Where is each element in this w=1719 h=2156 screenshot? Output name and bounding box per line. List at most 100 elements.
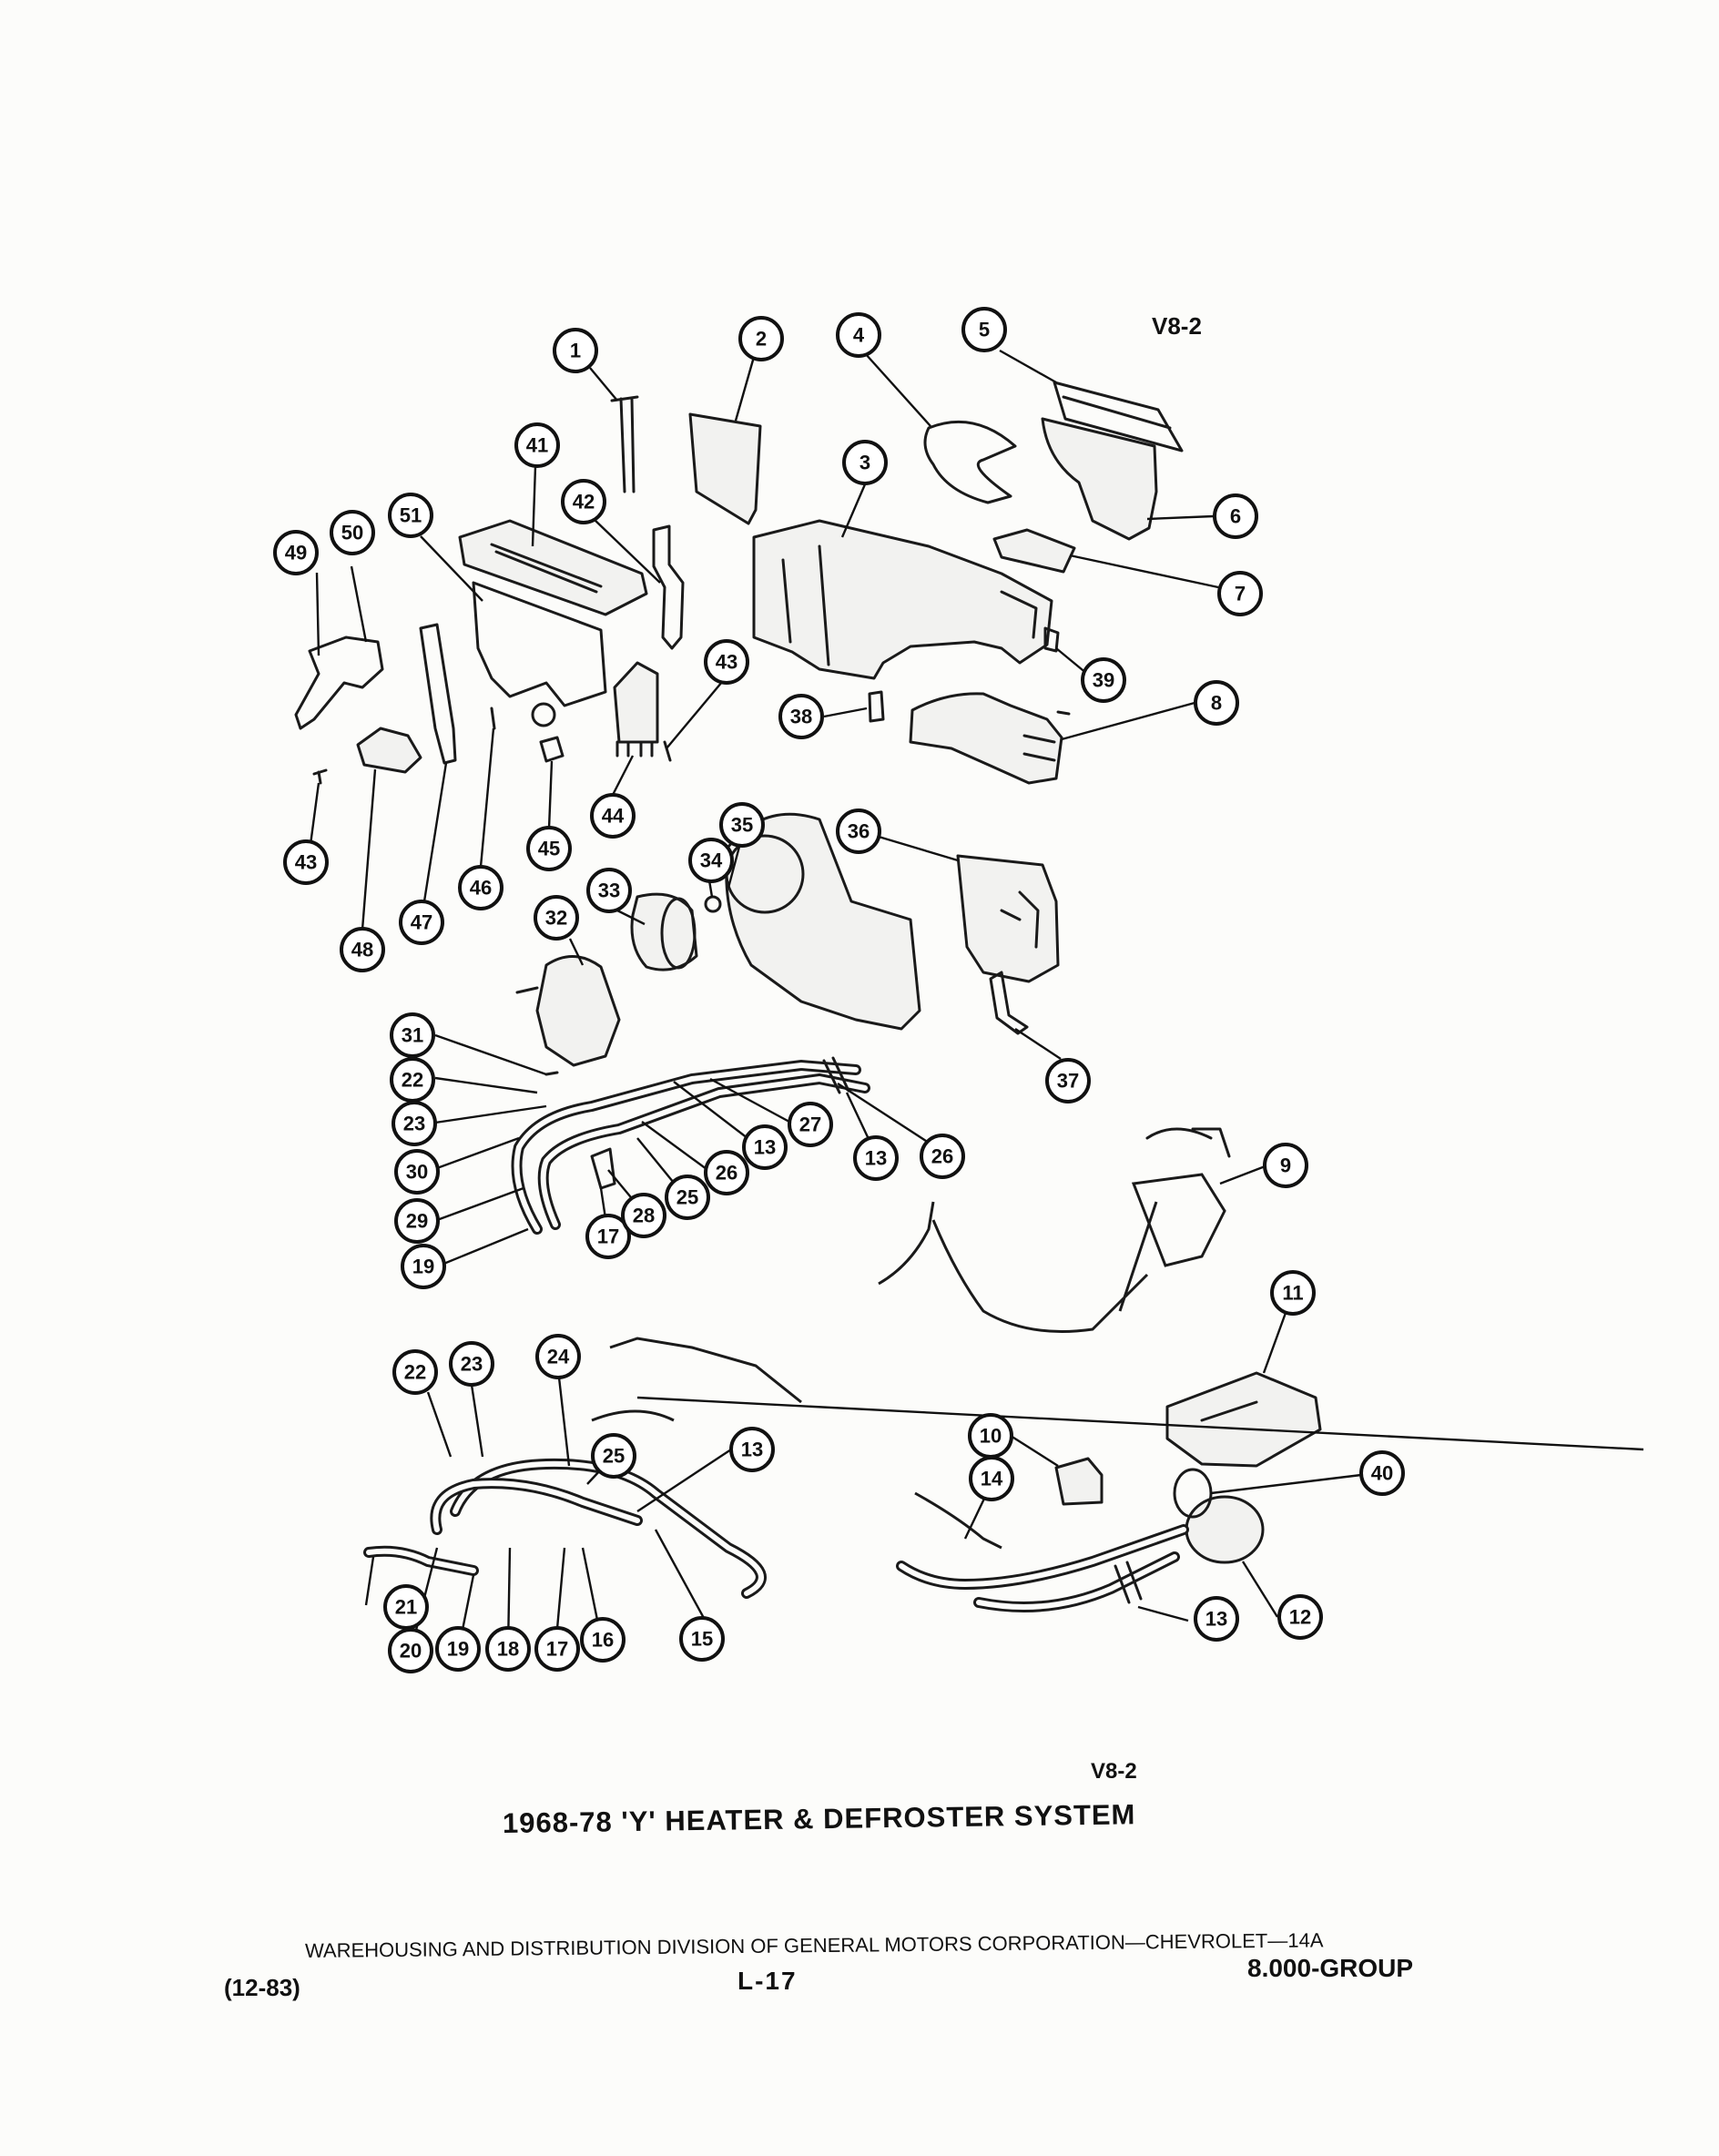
callout-11: 11 bbox=[1270, 1270, 1316, 1316]
callout-35: 35 bbox=[719, 802, 765, 848]
part-36-resistor bbox=[956, 854, 1060, 983]
callout-51: 51 bbox=[388, 493, 433, 538]
svg-text:40: 40 bbox=[1371, 1462, 1393, 1485]
svg-text:34: 34 bbox=[700, 849, 723, 872]
svg-text:27: 27 bbox=[799, 1114, 821, 1136]
svg-text:8: 8 bbox=[1211, 692, 1222, 715]
svg-text:43: 43 bbox=[295, 851, 317, 874]
callout-26-left: 26 bbox=[704, 1150, 749, 1195]
callout-6: 6 bbox=[1213, 493, 1258, 539]
svg-text:30: 30 bbox=[406, 1161, 428, 1184]
svg-text:26: 26 bbox=[931, 1145, 953, 1168]
svg-text:21: 21 bbox=[395, 1596, 417, 1619]
callout-29: 29 bbox=[394, 1198, 440, 1244]
callout-7: 7 bbox=[1217, 571, 1263, 616]
part-5-bracket bbox=[1053, 381, 1184, 453]
callout-36: 36 bbox=[836, 808, 881, 854]
svg-text:48: 48 bbox=[351, 939, 373, 961]
svg-text:41: 41 bbox=[526, 434, 548, 457]
svg-text:19: 19 bbox=[412, 1256, 434, 1278]
svg-text:37: 37 bbox=[1057, 1070, 1079, 1093]
svg-text:1: 1 bbox=[570, 340, 581, 362]
part-hose-upper-b-core bbox=[540, 1075, 868, 1227]
callout-47: 47 bbox=[399, 900, 444, 945]
svg-text:38: 38 bbox=[790, 706, 812, 728]
callout-25-lower: 25 bbox=[591, 1433, 636, 1479]
callout-43-left: 43 bbox=[283, 839, 329, 885]
callout-4: 4 bbox=[836, 312, 881, 358]
callout-28-upper: 28 bbox=[621, 1193, 666, 1238]
svg-text:23: 23 bbox=[461, 1353, 483, 1376]
callout-5: 5 bbox=[961, 307, 1007, 352]
part-4-seal bbox=[923, 420, 1017, 504]
callout-28-lower: 28 bbox=[633, 1205, 655, 1227]
part-47-cable bbox=[419, 623, 457, 765]
part-51-knob bbox=[531, 702, 556, 727]
callout-41: 41 bbox=[514, 422, 560, 468]
callout-15: 15 bbox=[679, 1616, 725, 1662]
callout-13-upper-b: 13 bbox=[853, 1135, 899, 1181]
callout-23-upper: 23 bbox=[392, 1101, 437, 1146]
callout-37: 37 bbox=[1045, 1058, 1091, 1103]
part-39-clip bbox=[1043, 626, 1060, 653]
callout-19-lower: 19 bbox=[435, 1626, 481, 1672]
callout-21: 21 bbox=[383, 1584, 429, 1630]
callout-3: 3 bbox=[842, 440, 888, 485]
callout-48: 48 bbox=[340, 927, 385, 972]
callout-33: 33 bbox=[586, 868, 632, 913]
svg-text:49: 49 bbox=[285, 542, 307, 564]
callout-13-lower: 13 bbox=[729, 1427, 775, 1472]
part-37-bracket bbox=[989, 971, 1029, 1035]
footer-group: 8.000-GROUP bbox=[1247, 1954, 1414, 1982]
svg-text:14: 14 bbox=[981, 1468, 1003, 1490]
part-1-pin bbox=[610, 395, 639, 493]
part-9-harness bbox=[878, 1173, 1226, 1333]
callout-49: 49 bbox=[273, 530, 319, 575]
callout-22-upper: 22 bbox=[390, 1057, 435, 1103]
footer-date-code: (12-83) bbox=[224, 1974, 300, 2001]
callout-24: 24 bbox=[535, 1334, 581, 1379]
svg-text:16: 16 bbox=[592, 1629, 614, 1652]
svg-text:13: 13 bbox=[865, 1147, 887, 1170]
svg-text:7: 7 bbox=[1235, 583, 1246, 605]
svg-text:6: 6 bbox=[1230, 505, 1241, 528]
part-50-lever bbox=[294, 636, 384, 730]
svg-text:3: 3 bbox=[860, 452, 870, 474]
part-46-screw bbox=[490, 707, 496, 730]
svg-text:4: 4 bbox=[853, 324, 865, 347]
part-32-motor bbox=[535, 955, 621, 1067]
callouts: 1 2 3 4 5 6 7 8 9 10 11 12 13 13 13 13 1… bbox=[273, 307, 1405, 1673]
callout-46: 46 bbox=[458, 865, 503, 910]
callout-27: 27 bbox=[788, 1102, 833, 1147]
svg-text:39: 39 bbox=[1093, 669, 1114, 692]
part-43-screw-left bbox=[312, 768, 328, 785]
part-45-clip bbox=[539, 736, 565, 763]
svg-text:18: 18 bbox=[497, 1638, 519, 1661]
svg-text:32: 32 bbox=[545, 907, 567, 930]
part-right-hose-2-core bbox=[976, 1554, 1177, 1610]
part-14-wire bbox=[914, 1491, 1002, 1550]
callout-13-upper-a: 13 bbox=[742, 1124, 788, 1170]
part-11-slot bbox=[1200, 1400, 1258, 1422]
part-36-detail bbox=[1000, 890, 1040, 949]
part-51-housing bbox=[472, 581, 607, 707]
svg-text:22: 22 bbox=[402, 1069, 423, 1092]
part-43-screw-right bbox=[663, 740, 672, 762]
part-11-cover bbox=[1165, 1371, 1322, 1468]
callout-17-lower: 17 bbox=[534, 1626, 580, 1672]
svg-text:29: 29 bbox=[406, 1210, 428, 1233]
part-9-connector bbox=[1145, 1127, 1231, 1158]
callout-42: 42 bbox=[561, 479, 606, 524]
svg-text:43: 43 bbox=[716, 651, 737, 674]
footer-page-number: L-17 bbox=[737, 1967, 798, 1995]
part-10-switch bbox=[1054, 1457, 1104, 1506]
part-3-heater-case bbox=[752, 519, 1053, 680]
part-41-slot bbox=[490, 543, 603, 594]
svg-text:12: 12 bbox=[1289, 1606, 1311, 1629]
svg-text:13: 13 bbox=[741, 1439, 763, 1461]
svg-text:23: 23 bbox=[403, 1113, 425, 1135]
part-8-detail bbox=[1022, 710, 1071, 762]
callout-39: 39 bbox=[1081, 657, 1126, 703]
part-right-hose-core bbox=[899, 1527, 1186, 1588]
